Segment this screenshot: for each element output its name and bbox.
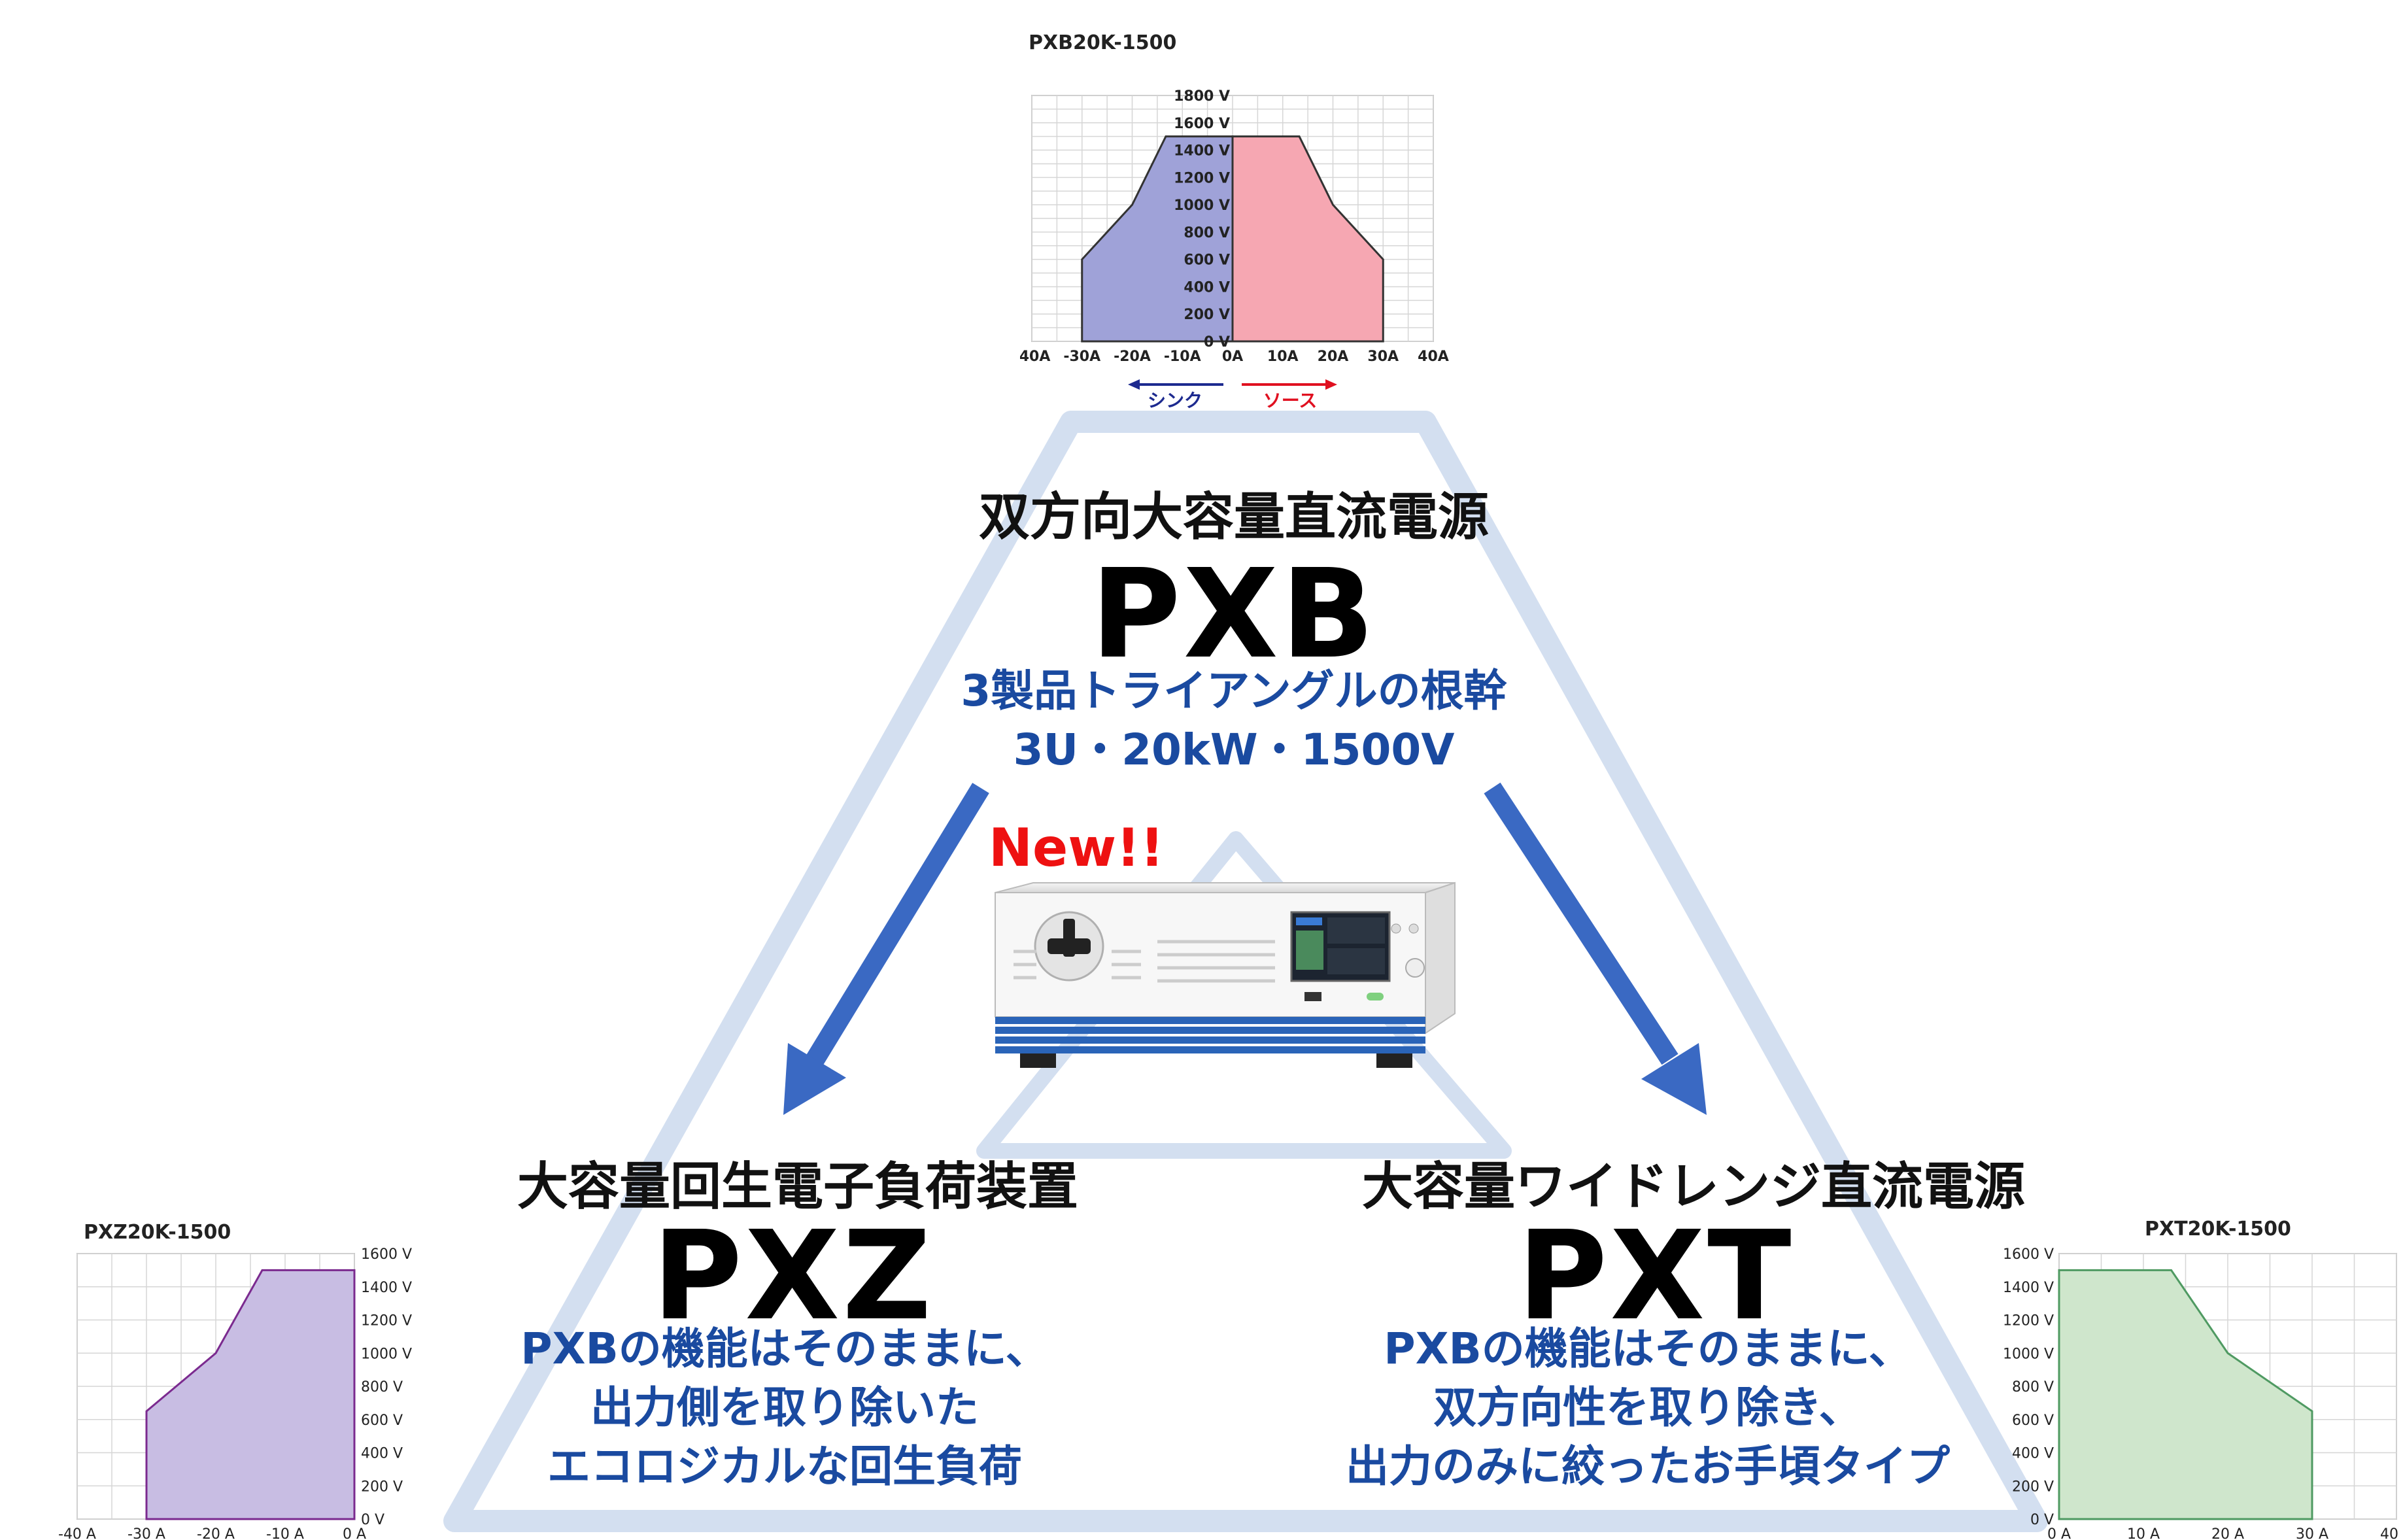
y-tick-label: 1200 V (361, 1313, 412, 1329)
y-tick-label: 1000 V (1174, 197, 1230, 214)
new-badge: New!! (989, 817, 1165, 878)
rotary-knob-icon (1405, 958, 1425, 978)
y-tick-label: 400 V (1184, 279, 1230, 296)
pxz-operating-range-chart: 0 V 200 V 400 V 600 V 800 V 1000 V 1200 V 1400 … (58, 1246, 412, 1540)
x-tick-label: 20 A (2211, 1526, 2244, 1540)
x-tick-label: 20A (1318, 349, 1349, 365)
product-photo (995, 881, 1456, 1068)
pxb-chart-title: PXB20K-1500 (1029, 31, 1177, 54)
y-tick-label: 0 V (2030, 1512, 2054, 1528)
series-area (145, 1269, 356, 1520)
y-tick-label: 1400 V (1174, 143, 1230, 160)
legend-arrowhead-icon (1325, 379, 1337, 390)
x-tick-label: -10 A (266, 1526, 304, 1540)
pxz-description-line: エコロジカルな回生負荷 (547, 1441, 1022, 1492)
x-tick-label: -40 A (58, 1526, 96, 1540)
y-tick-label: 0 V (361, 1512, 384, 1528)
outer-triangle (443, 411, 2048, 1532)
pxb-description-line: 3U・20kW・1500V (1013, 724, 1455, 775)
pxz-description-line: PXBの機能はそのままに、 (520, 1324, 1049, 1374)
y-tick-label: 800 V (1184, 225, 1230, 241)
x-tick-label: 10A (1267, 349, 1299, 365)
pxz-model-name: PXZ (652, 1205, 934, 1348)
y-tick-label: 1600 V (1174, 116, 1230, 132)
y-tick-label: 1200 V (1174, 170, 1230, 186)
pxz-description: PXBの機能はそのままに、 出力側を取り除いた エコロジカルな回生負荷 (520, 1320, 1049, 1496)
y-tick-label: 1600 V (361, 1246, 412, 1263)
pxt-heading: 大容量ワイドレンジ直流電源 (1361, 1157, 2026, 1216)
pxt-operating-range-chart: 0 V 200 V 400 V 600 V 800 V 1000 V 1200 V 1400 … (2004, 1246, 2403, 1540)
x-tick-label: -20 A (197, 1526, 235, 1540)
vent-grille (1014, 940, 1275, 983)
y-tick-label: 200 V (361, 1479, 403, 1495)
arrow-right-shaft (1484, 782, 1679, 1065)
arrow-left-shaft (806, 783, 989, 1065)
blue-vent-bars (995, 1017, 1425, 1053)
pxt-description-line: 出力のみに絞ったお手頃タイプ (1346, 1441, 1950, 1492)
legend-label: ソース (1263, 390, 1318, 411)
pxb-operating-range-chart: 0 V 200 V 400 V 600 V 800 V 1000 V 1200 V 1400 … (1020, 88, 1449, 411)
x-tick-label: 0 A (343, 1526, 366, 1540)
pxb-heading: 双方向大容量直流電源 (978, 488, 1490, 547)
pxt-description-line: PXBの機能はそのままに、 (1384, 1324, 1912, 1374)
pxz-chart-title: PXZ20K-1500 (84, 1221, 231, 1244)
y-tick-label: 600 V (1184, 252, 1230, 269)
y-tick-label: 1000 V (361, 1346, 412, 1362)
y-tick-label: 1400 V (361, 1280, 412, 1296)
y-tick-label: 600 V (361, 1412, 403, 1429)
device-foot (1020, 1053, 1056, 1068)
x-tick-label: 10 A (2127, 1526, 2160, 1540)
x-tick-label: 30A (1367, 349, 1399, 365)
x-tick-label: -30 A (128, 1526, 165, 1540)
x-tick-label: -40A (1020, 349, 1050, 365)
pxb-description-line: 3製品トライアングルの根幹 (961, 666, 1507, 716)
y-tick-label: 200 V (1184, 307, 1230, 323)
x-tick-label: 0 A (2047, 1526, 2071, 1540)
x-tick-label: 40 A (2380, 1526, 2403, 1540)
device-foot (1376, 1053, 1412, 1068)
pxz-description-line: 出力側を取り除いた (590, 1382, 979, 1433)
y-tick-label: 1600 V (2004, 1246, 2054, 1263)
legend-label: シンク (1148, 390, 1202, 411)
pxt-description-line: 双方向性を取り除き、 (1433, 1382, 1862, 1433)
x-tick-label: -30A (1063, 349, 1100, 365)
series-area (2058, 1269, 2313, 1520)
y-tick-label: 400 V (2012, 1446, 2054, 1462)
y-tick-label: 1000 V (2004, 1346, 2054, 1362)
x-tick-label: 40A (1418, 349, 1449, 365)
x-tick-label: -20A (1114, 349, 1151, 365)
y-tick-label: 1800 V (1174, 88, 1230, 105)
pxb-model-name: PXB (1090, 543, 1378, 686)
y-tick-label: 400 V (361, 1446, 403, 1462)
pxt-model-name: PXT (1517, 1205, 1794, 1348)
x-tick-label: -10A (1164, 349, 1201, 365)
x-tick-label: 30 A (2296, 1526, 2328, 1540)
arrow-right-head (1641, 1043, 1707, 1115)
y-tick-label: 600 V (2012, 1412, 2054, 1429)
pxt-chart-title: PXT20K-1500 (2145, 1218, 2291, 1241)
series-area (1231, 135, 1384, 343)
x-tick-label: 0A (1222, 349, 1243, 365)
y-tick-label: 1200 V (2004, 1313, 2054, 1329)
legend-arrowhead-icon (1128, 379, 1140, 390)
y-tick-label: 800 V (2012, 1379, 2054, 1395)
arrow-left-head (783, 1043, 846, 1115)
pxb-description: 3製品トライアングルの根幹 3U・20kW・1500V (961, 662, 1507, 779)
y-tick-label: 1400 V (2004, 1280, 2054, 1296)
y-tick-label: 0 V (1204, 334, 1230, 351)
pxt-description: PXBの機能はそのままに、 双方向性を取り除き、 出力のみに絞ったお手頃タイプ (1346, 1320, 1950, 1496)
y-tick-label: 200 V (2012, 1479, 2054, 1495)
pxz-heading: 大容量回生電子負荷装置 (517, 1157, 1079, 1216)
y-tick-label: 800 V (361, 1379, 403, 1395)
